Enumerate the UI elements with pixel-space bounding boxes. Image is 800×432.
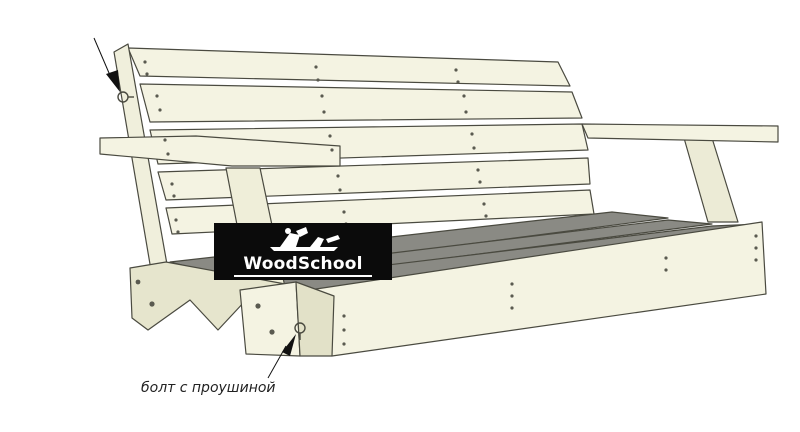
woodschool-logo: WoodSchool xyxy=(214,223,392,280)
eye-bolt-caption: болт с проушиной xyxy=(141,380,276,396)
eye-bolt-bottom xyxy=(294,322,306,340)
front-leg-side xyxy=(295,281,335,357)
logo-text: WoodSchool xyxy=(243,254,363,274)
callout-arrow-top xyxy=(93,37,120,92)
woodworking-plane-icon xyxy=(270,227,340,251)
back-slat-2 xyxy=(139,83,583,123)
right-arm-support xyxy=(683,137,739,223)
back-slat-1 xyxy=(127,47,571,87)
left-armrest xyxy=(99,135,341,167)
right-armrest xyxy=(581,123,779,143)
screw-holes xyxy=(135,60,758,346)
back-slat-4 xyxy=(157,157,591,201)
callout-arrow-bottom xyxy=(267,334,296,379)
eye-bolt-top xyxy=(117,91,134,103)
logo-underline xyxy=(234,275,372,277)
